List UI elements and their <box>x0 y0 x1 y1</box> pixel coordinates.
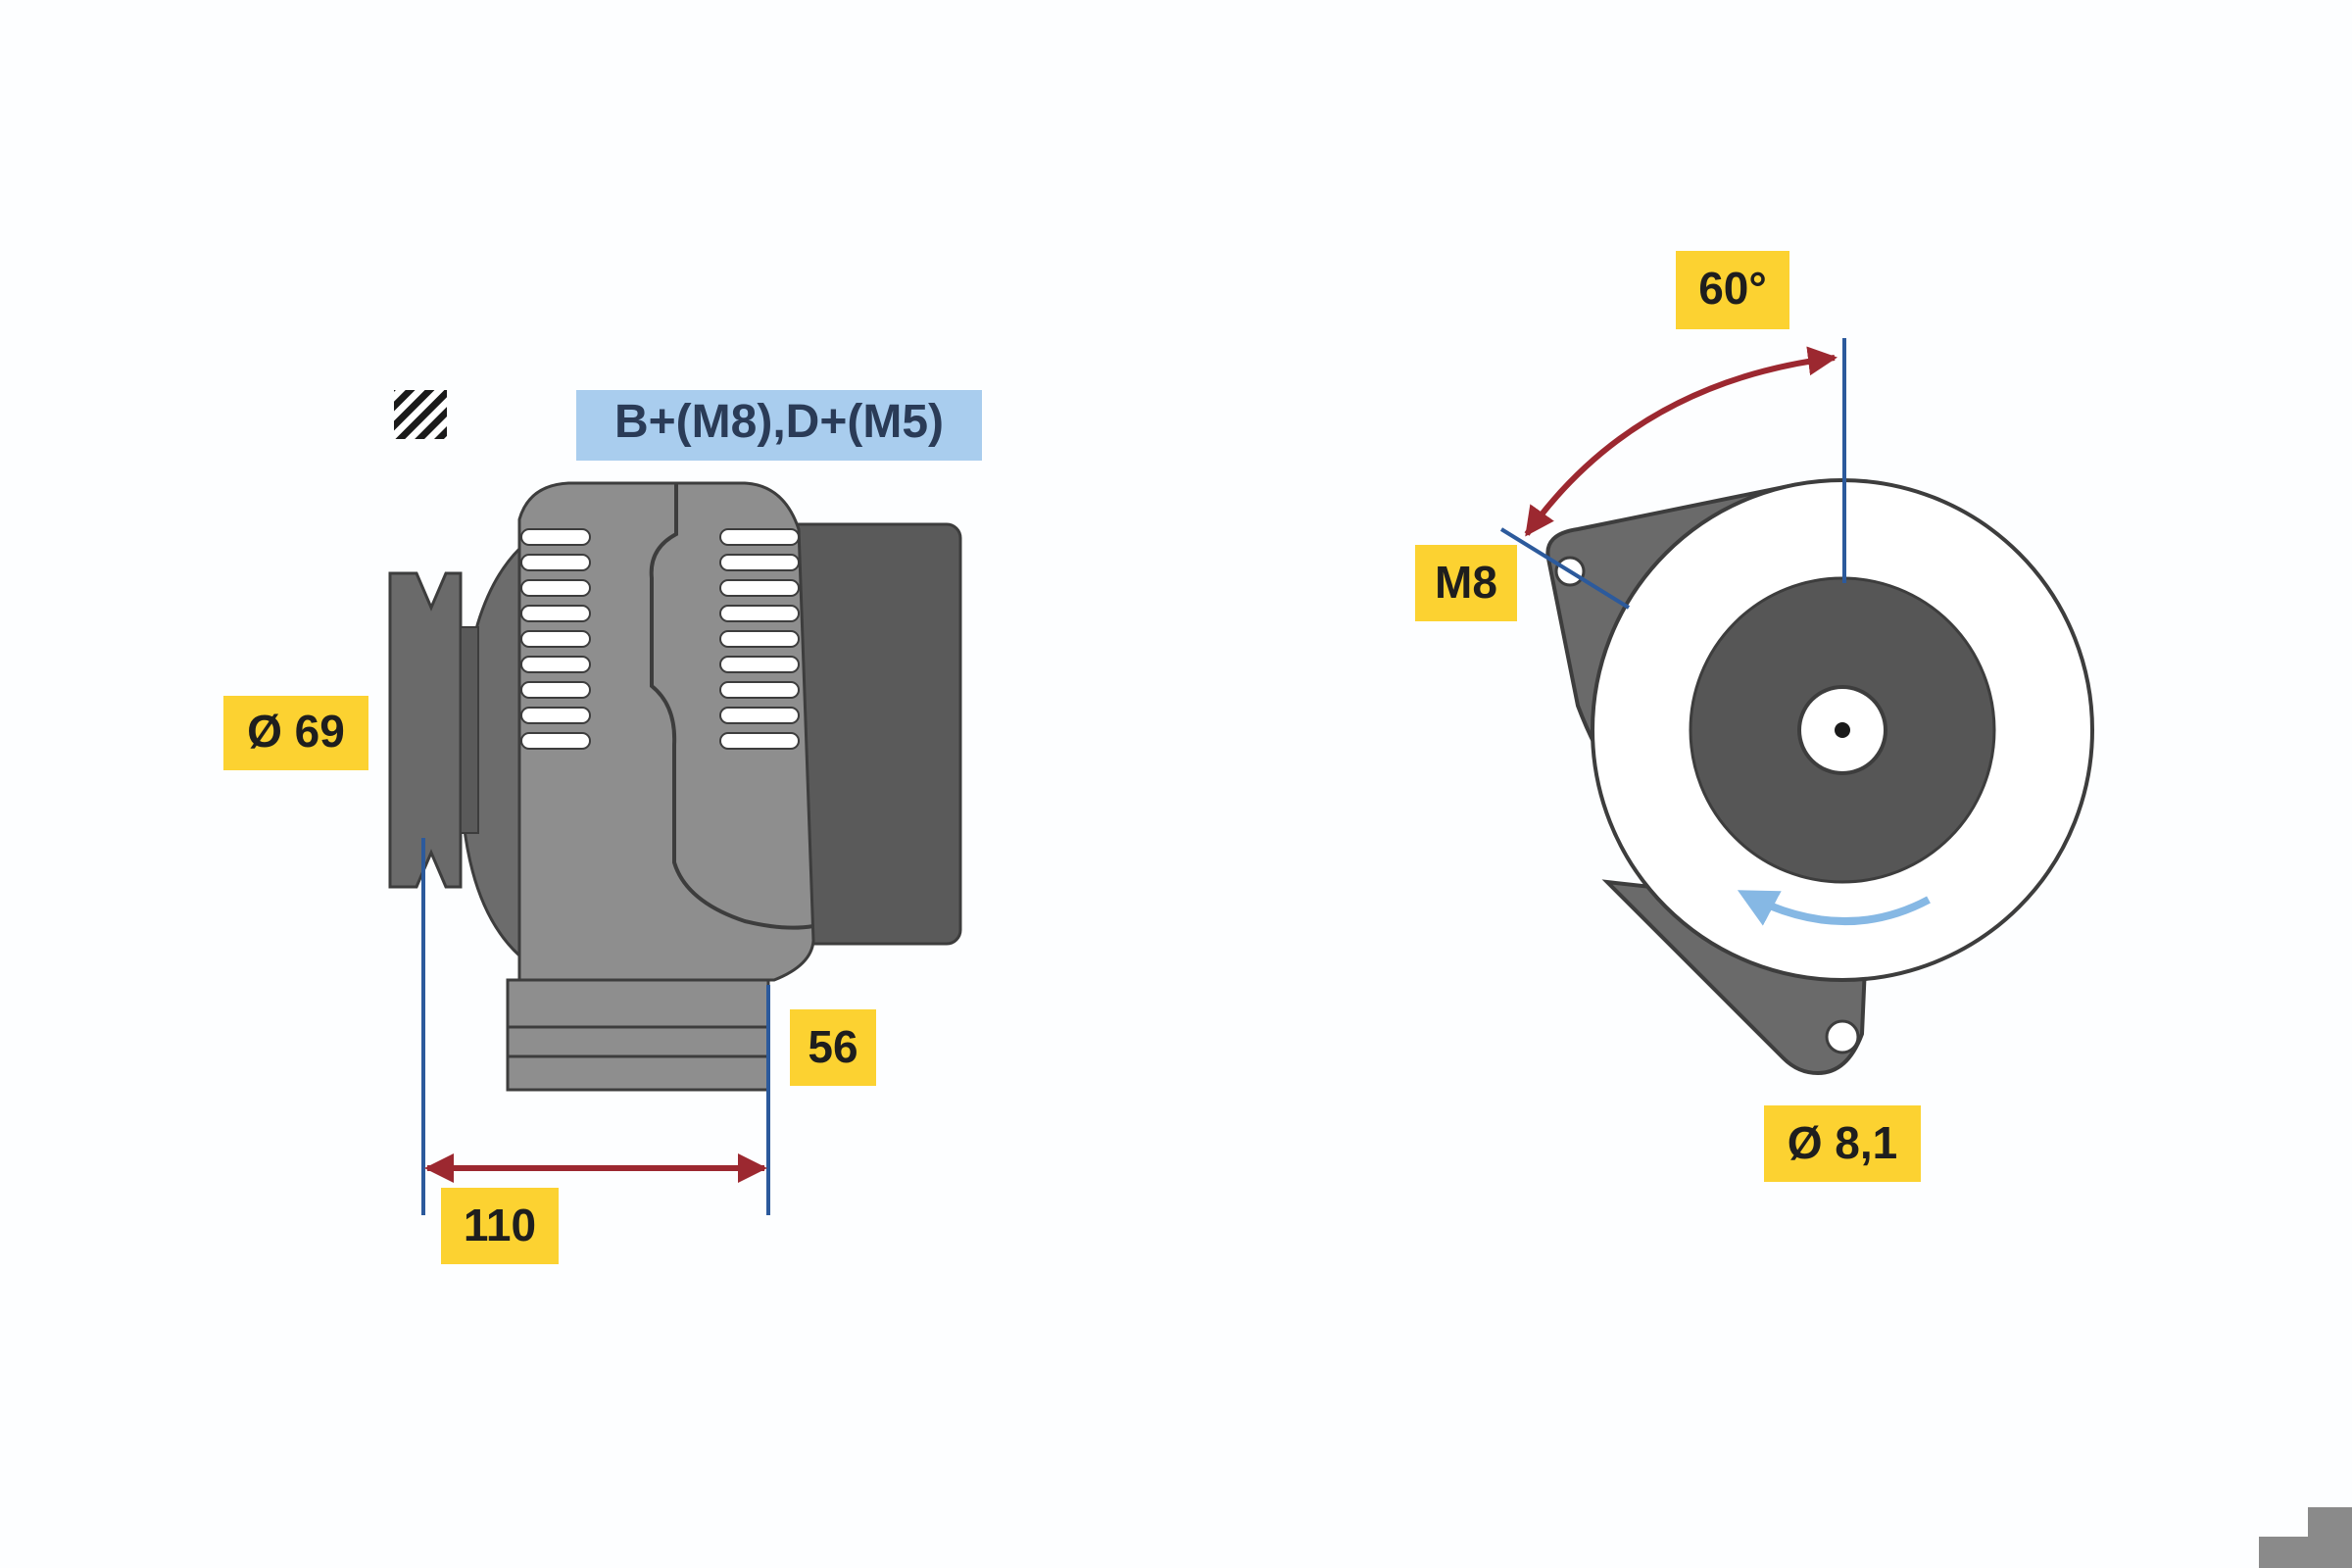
corner-mark <box>2259 1507 2352 1568</box>
pulley-diameter-label: Ø 69 <box>247 706 345 757</box>
length-label: 110 <box>464 1200 536 1250</box>
hole-diameter-label: Ø 8,1 <box>1788 1117 1898 1168</box>
lower-lug-hole <box>1825 1019 1860 1054</box>
hole-diameter-tag: Ø 8,1 <box>1764 1105 1921 1182</box>
housing-seam <box>649 483 814 930</box>
counterclockwise-arrow-icon <box>1737 890 1931 926</box>
terminal-label-tag: B+(M8),D+(M5) <box>576 390 982 461</box>
angle-arc-arrow <box>1524 346 1838 537</box>
angle-label: 60° <box>1698 263 1767 314</box>
left-vent-slots <box>520 528 591 750</box>
side-view: B+(M8),D+(M5) <box>223 390 982 1264</box>
length-tag: 110 <box>441 1188 559 1264</box>
mounting-foot <box>506 978 770 1092</box>
mount-offset-tag: 56 <box>790 1009 876 1086</box>
right-vent-slots <box>719 528 800 750</box>
pulley <box>388 571 479 889</box>
lug-axis-line <box>1499 527 1631 610</box>
thread-tag: M8 <box>1415 545 1517 621</box>
pulley-diameter-tag: Ø 69 <box>223 696 368 770</box>
mount-offset-label: 56 <box>808 1021 858 1072</box>
front-view: 60° M8 Ø 8,1 <box>1415 251 2094 1182</box>
angle-tag: 60° <box>1676 251 1789 329</box>
thread-label: M8 <box>1435 557 1497 608</box>
terminal-label: B+(M8),D+(M5) <box>614 396 944 448</box>
shaft-icon <box>1797 685 1887 775</box>
hatched-square-icon <box>394 390 447 439</box>
